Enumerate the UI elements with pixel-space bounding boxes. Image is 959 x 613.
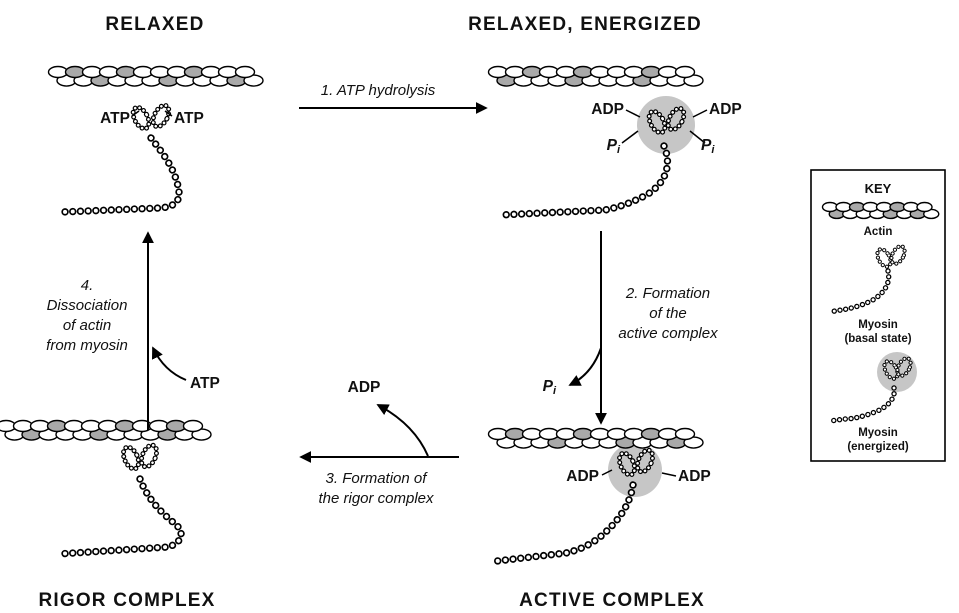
step4-label-line2: Dissociation bbox=[47, 297, 128, 314]
pi-label-left: Pi bbox=[607, 137, 621, 156]
myosin-tail bbox=[496, 142, 672, 219]
adp-right-connector bbox=[692, 109, 708, 118]
step4-label-line1: 4. bbox=[81, 277, 94, 294]
step3-label-line2: the rigor complex bbox=[318, 490, 434, 507]
actin-filament bbox=[487, 65, 704, 87]
key-actin-sample bbox=[821, 201, 940, 220]
myosin-tail bbox=[493, 481, 637, 565]
pi-released-label: Pi bbox=[543, 378, 557, 397]
adp-label-right: ADP bbox=[678, 468, 711, 485]
step2-label-line1: 2. Formation bbox=[625, 285, 710, 302]
key-myosin-energized-tail bbox=[827, 385, 897, 424]
atp-binding-arrow bbox=[151, 346, 187, 381]
adp-left-connector bbox=[625, 109, 641, 118]
state-rigor-complex: RIGOR COMPLEX bbox=[0, 419, 215, 611]
key-myosin-energized-label-line1: Myosin bbox=[858, 427, 898, 439]
state-relaxed-energized: RELAXED, ENERGIZED ADP Pi ADP Pi bbox=[468, 14, 742, 219]
adp-left-connector bbox=[601, 469, 613, 476]
key-myosin-basal-label-line1: Myosin bbox=[858, 319, 898, 331]
state-relaxed: RELAXED ATP ATP bbox=[47, 14, 264, 216]
state-active-complex: ACTIVE COMPLEX ADP ADP bbox=[487, 427, 711, 611]
atp-label-left: ATP bbox=[100, 110, 130, 127]
active-complex-title: ACTIVE COMPLEX bbox=[519, 590, 705, 611]
key-myosin-basal-label-line2: (basal state) bbox=[844, 333, 911, 345]
adp-label-left: ADP bbox=[591, 101, 624, 118]
pi-left-connector bbox=[621, 130, 639, 144]
actin-filament bbox=[487, 427, 704, 449]
step1-label: 1. ATP hydrolysis bbox=[321, 82, 436, 99]
step3-label-line1: 3. Formation of bbox=[326, 470, 429, 487]
adp-released-label: ADP bbox=[348, 379, 381, 396]
step4-label-line4: from myosin bbox=[46, 337, 128, 354]
step2-label-line2: of the bbox=[649, 305, 687, 322]
key-actin-label: Actin bbox=[864, 226, 893, 238]
step4-label-line3: of actin bbox=[63, 317, 111, 334]
atp-right-connector bbox=[164, 110, 173, 117]
key-myosin-energized-label-line2: (energized) bbox=[847, 441, 909, 453]
pi-label-right: Pi bbox=[701, 137, 715, 156]
rigor-complex-title: RIGOR COMPLEX bbox=[38, 590, 215, 611]
atp-left-connector bbox=[131, 110, 140, 117]
adp-release-arrow bbox=[376, 404, 429, 457]
key-panel: KEY Actin Myosin (basal state) Myosin (e… bbox=[810, 169, 946, 462]
adp-label-left: ADP bbox=[566, 468, 599, 485]
atp-label-right: ATP bbox=[174, 110, 204, 127]
actin-filament bbox=[0, 419, 212, 441]
relaxed-energized-title: RELAXED, ENERGIZED bbox=[468, 14, 702, 35]
pi-right-connector bbox=[689, 130, 706, 144]
key-title: KEY bbox=[865, 181, 892, 196]
relaxed-title: RELAXED bbox=[105, 14, 204, 35]
step2-label-line3: active complex bbox=[618, 325, 718, 342]
cycle-arrows: 1. ATP hydrolysis 2. Formation of the ac… bbox=[46, 82, 718, 507]
myosin-tail bbox=[54, 475, 185, 558]
atp-binding-label: ATP bbox=[190, 375, 220, 392]
adp-right-connector bbox=[661, 472, 677, 477]
actin-filament bbox=[47, 65, 264, 87]
pi-release-arrow bbox=[568, 347, 602, 386]
adp-label-right: ADP bbox=[709, 101, 742, 118]
